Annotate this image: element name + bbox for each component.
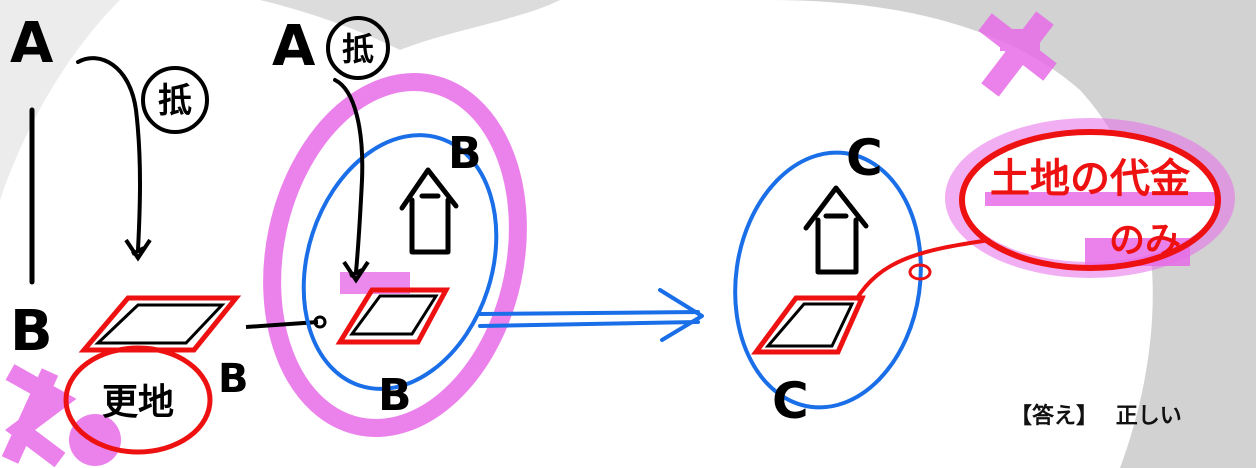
land-parcel-mid: [335, 287, 451, 345]
red-connector-note: [854, 238, 991, 302]
circle-mortgage-left-label: 抵: [158, 81, 192, 121]
note-land-price-line2: のみ: [1109, 220, 1181, 261]
red-circle-vacant-lot: [63, 345, 213, 455]
label-c-top: C: [846, 129, 883, 187]
land-parcel-mid-inner: [349, 294, 439, 336]
label-a-mid: A: [272, 14, 316, 79]
answer-bracket: 【答え】: [1010, 404, 1099, 429]
note-land-price-line1: 土地の代金: [990, 156, 1191, 202]
circle-mortgage-mid: [326, 16, 390, 80]
arrow-head-mid: [342, 260, 370, 284]
red-connector-loop: [908, 263, 932, 281]
label-b-left: B: [10, 299, 53, 364]
answer-value: 正しい: [1115, 404, 1182, 429]
pink-highlight-ring: [263, 73, 527, 437]
circle-mortgage-mid-label: 抵: [342, 30, 374, 68]
note-vacant-lot: 更地: [102, 382, 174, 423]
background-gray-arc-top: [260, 0, 560, 50]
land-parcel-left-inner: [94, 303, 226, 345]
pink-x-mark-top-right: [978, 11, 1057, 97]
background-gray-arc-left: [0, 0, 120, 200]
answer-line: 【答え】 正しい: [1010, 398, 1182, 430]
arrow-mortgage-mid: [333, 78, 365, 274]
background-gray-shape-right: [770, 0, 1256, 468]
label-a-left: A: [10, 11, 54, 76]
land-parcel-right: [751, 295, 866, 355]
blue-ring-right: [733, 150, 923, 410]
label-b-bottom-mid: B: [378, 370, 412, 421]
land-parcel-left: [78, 295, 242, 353]
red-circle-land-price-note: [959, 129, 1221, 271]
circle-mortgage-left: [141, 66, 209, 134]
house-icon-mid: [399, 167, 459, 255]
blue-ring-mid: [301, 133, 499, 391]
label-b-top-mid: B: [448, 128, 482, 179]
connector-dot: [313, 315, 327, 329]
arrow-head-left: [124, 238, 152, 262]
pink-x-mark-bottom-left: [1, 364, 77, 468]
arrow-mortgage-left: [76, 56, 142, 252]
label-c-bottom: C: [772, 372, 809, 430]
house-icon-right: [803, 185, 869, 275]
land-parcel-right-inner: [764, 302, 855, 348]
blue-arrow-right: [478, 288, 704, 342]
pink-highlight-bar: [985, 192, 1215, 206]
label-b-small-left: B: [218, 356, 249, 402]
